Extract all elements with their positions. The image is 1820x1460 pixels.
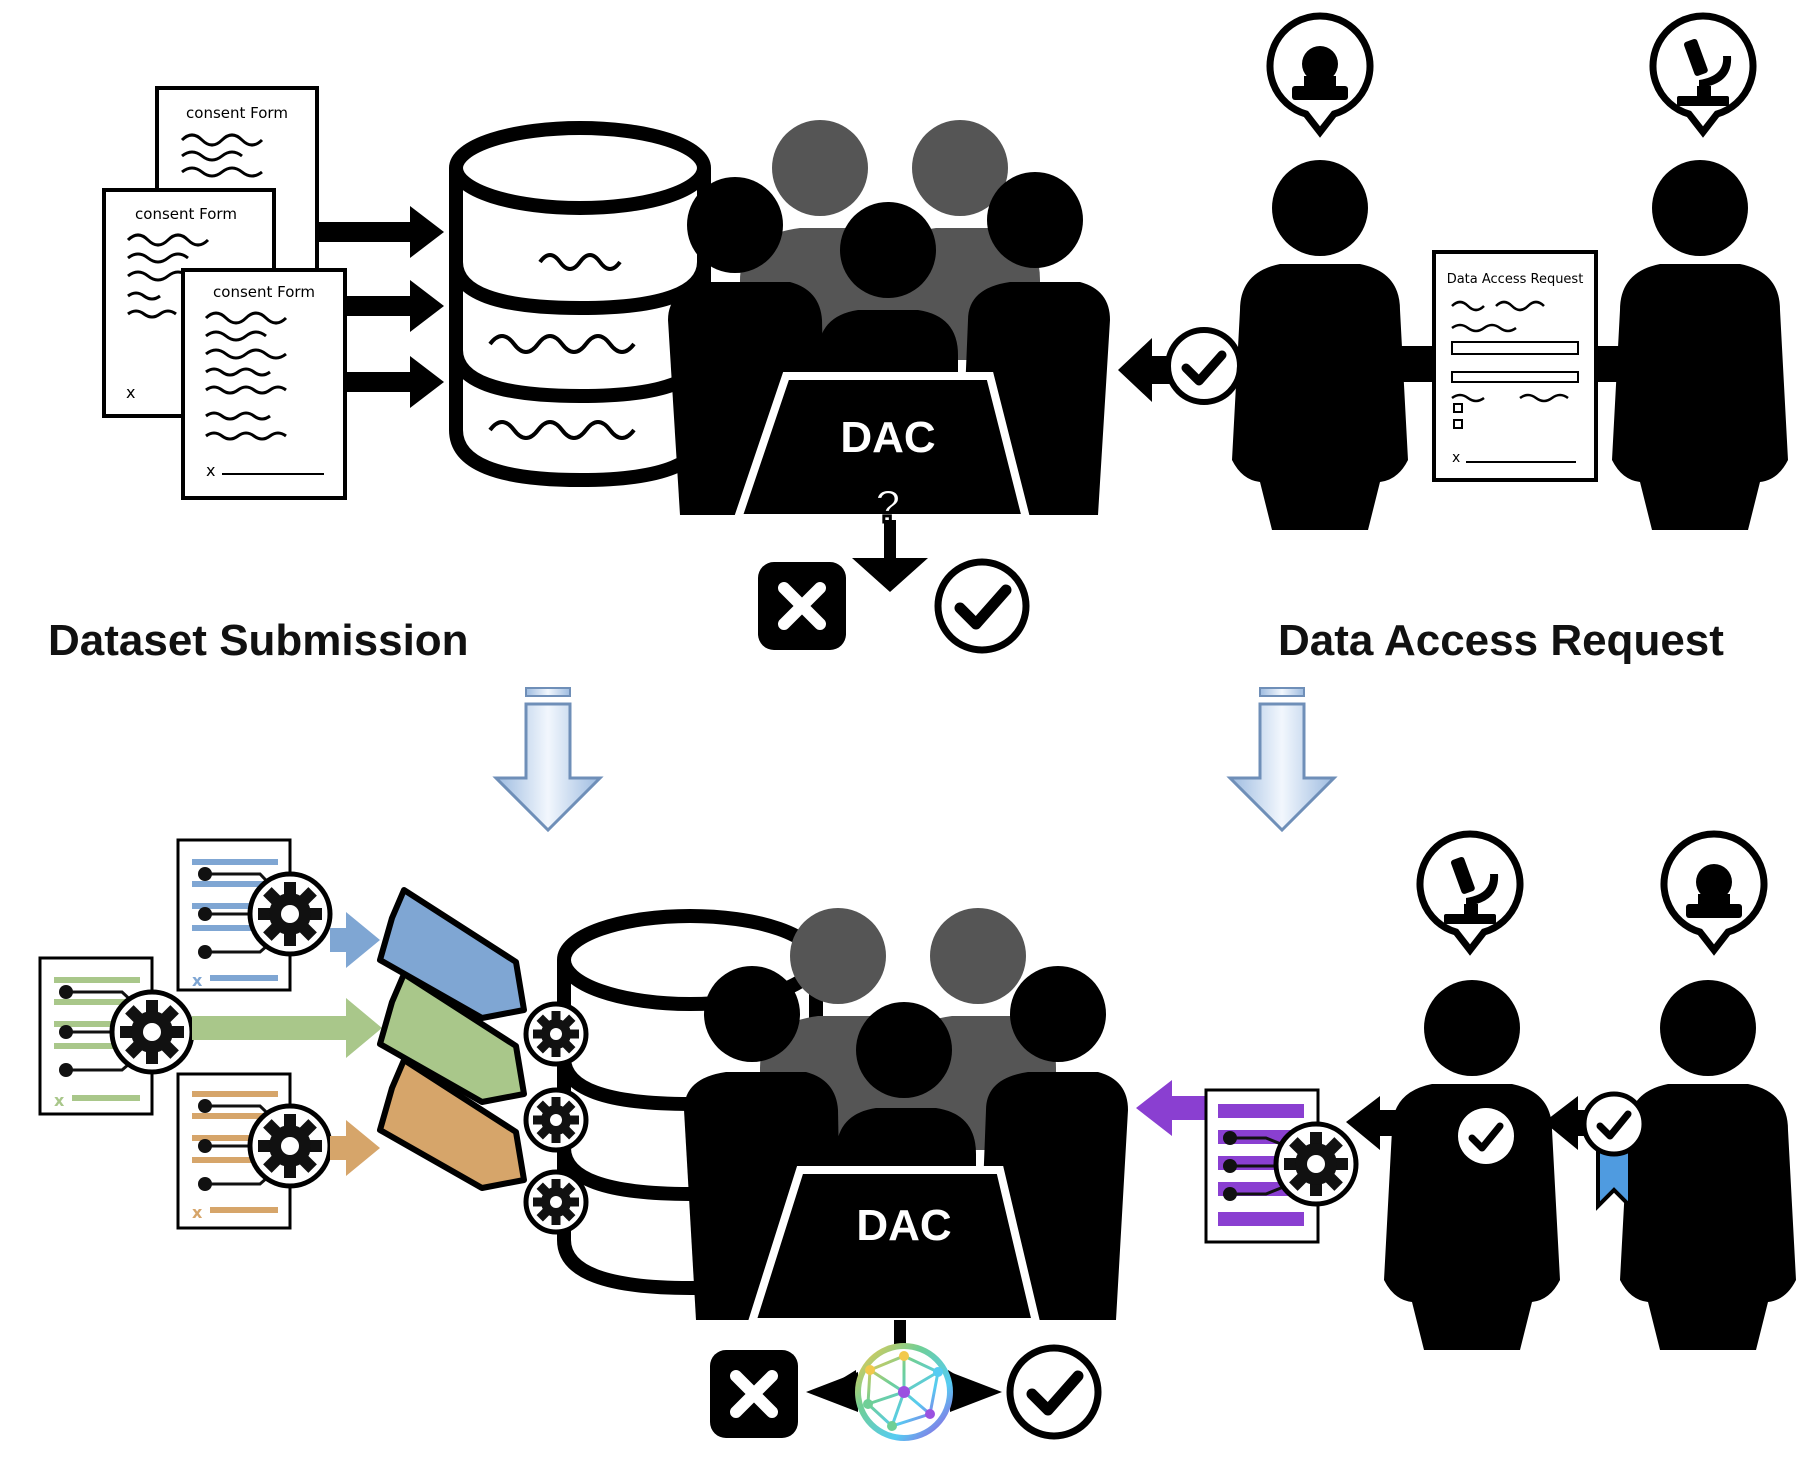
svg-text:x: x [1452,450,1460,466]
database-icon [449,121,711,488]
cross-icon [710,1350,798,1438]
dataset-submission-label: Dataset Submission [48,616,469,665]
consent-forms-stack: consent Form consent Form x consent Form… [102,86,347,500]
request-arrow-top [1118,327,1250,405]
svg-text:x: x [192,1203,203,1222]
gear-icon [526,1090,586,1150]
gear-icon [250,1106,330,1186]
decision-stem-bottom [806,1320,1002,1412]
dac-label: DAC [840,413,935,462]
svg-text:x: x [192,971,203,990]
cross-icon [758,562,846,650]
annotated-consent-form-green: x [38,956,192,1116]
machine-readable-request-form [1204,1088,1356,1244]
metadata-arrows [192,912,382,1176]
dac-label: DAC [856,1201,951,1250]
gear-icon [1276,1124,1356,1204]
dac-committee-bottom: DAC [684,908,1128,1326]
flow-down-arrow-left [492,687,604,833]
gear-icon [250,874,330,954]
gear-icon [526,1172,586,1232]
check-icon [1006,1344,1102,1440]
consent-form-front: consent Form x [181,268,347,500]
award-ribbon-icon [1581,1091,1647,1211]
researcher-institution-bottom [1620,980,1796,1350]
dac-committee-top: DAC ? [668,120,1110,534]
check-icon [1458,1108,1514,1164]
stamp-icon [1270,16,1370,132]
researcher-scientist-bottom [1384,980,1560,1350]
gear-icon [526,1004,586,1064]
data-access-request-form-title: Data Access Request [1447,272,1584,287]
svg-text:x: x [126,383,135,402]
data-access-request-label: Data Access Request [1278,616,1724,665]
microscope-icon [1653,16,1753,132]
flow-down-arrow-right [1226,687,1338,833]
submission-arrows [318,206,444,408]
researcher-institution-top [1232,160,1408,530]
network-globe-icon [855,1343,953,1441]
annotated-consent-form-orange: x [176,1072,330,1230]
stamp-icon [1664,834,1764,950]
svg-text:x: x [206,461,215,480]
annotated-consent-form-blue: x [176,838,330,992]
decision-arrow [852,520,928,592]
purple-request-arrow [1136,1080,1216,1136]
microscope-icon [1420,834,1520,950]
check-icon [934,558,1030,654]
gear-icon [112,992,192,1072]
svg-text:x: x [54,1091,65,1110]
database-gears [526,1004,586,1232]
consent-form-title: consent Form [213,283,315,301]
data-access-request-form: Data Access Request x [1432,250,1598,482]
metadata-tags [377,887,527,1191]
consent-form-title: consent Form [186,104,288,122]
researcher-scientist-top [1612,160,1788,530]
consent-form-title: consent Form [135,205,237,223]
